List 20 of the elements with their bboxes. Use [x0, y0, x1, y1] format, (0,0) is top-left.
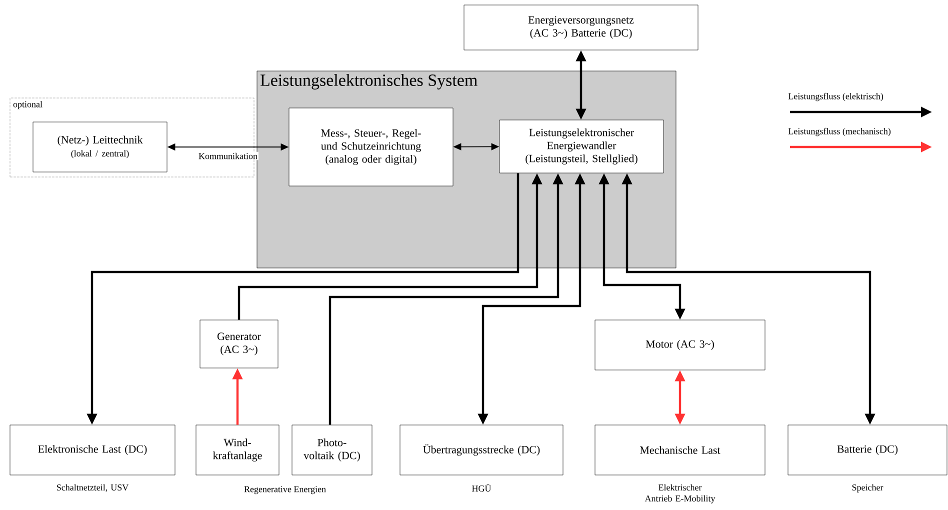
text-box: Batterie (DC) — [788, 424, 948, 476]
legend-text: Leistungsfluss (elektrisch) — [788, 92, 884, 102]
text-box: Mechanische Last — [594, 424, 766, 476]
text-box: Elektronische Last (DC) — [10, 424, 176, 476]
text-box: Mess-, Steuer-, Regel- und Schutzeinrichtung (analog oder digital) — [288, 108, 454, 186]
text-box: Energieversorgungsnetz (AC 3~) Batterie (DC) — [464, 4, 698, 50]
text-box: Übertragungsstrecke (DC) — [400, 424, 564, 476]
text-box: Wind- kraftanlage — [196, 424, 280, 476]
text-box: Leistungselektronischer Energiewandler (Leistungsteil, Stellglied) — [499, 120, 664, 174]
text-box: Photo- voltaik (DC) — [292, 424, 372, 476]
text-box: (Netz-) Leittechnik (lokal / zentral) — [32, 122, 168, 172]
node-label: Schaltnetzteil, USV — [56, 484, 129, 492]
edge-label: Kommunikation — [198, 152, 258, 160]
text-box: Motor (AC 3~) — [594, 320, 766, 370]
node-label: Elektrischer Antrieb E-Mobility — [644, 484, 716, 504]
node-label: HGÜ — [472, 484, 492, 492]
node-label: Speicher — [852, 484, 884, 492]
legend-text: Leistungsfluss (mechanisch) — [788, 128, 891, 136]
text-box: Generator (AC 3~) — [200, 320, 278, 368]
group-caption: Regenerative Energien — [244, 486, 326, 494]
